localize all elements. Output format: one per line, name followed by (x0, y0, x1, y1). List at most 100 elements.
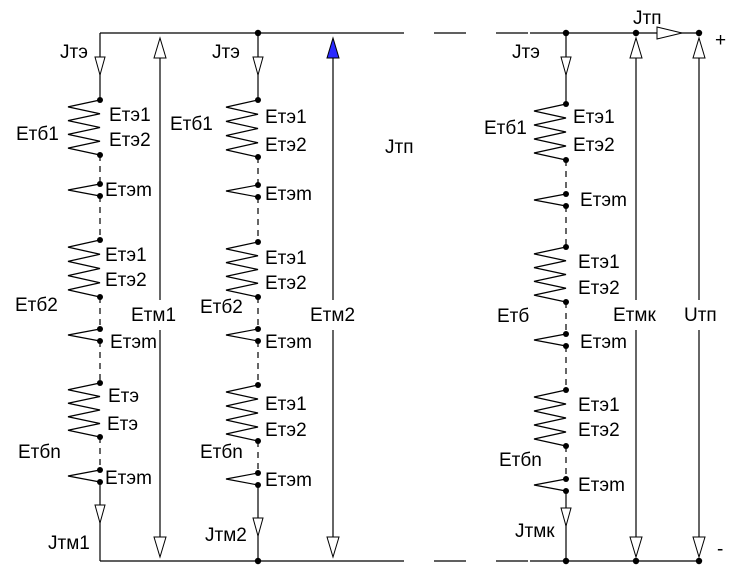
junction-dot (254, 29, 262, 37)
current-arrow-jtp (656, 26, 683, 40)
source-element (67, 183, 101, 197)
resistor-zigzag (225, 241, 259, 298)
label-ete1: Етэ1 (265, 107, 307, 128)
label-ete: Етэ (107, 414, 138, 435)
label-etbn-col1: Етбn (18, 442, 61, 463)
label-jte-col1: Jтэ (60, 42, 88, 63)
label-ete1: Етэ1 (265, 394, 307, 415)
junction-dot (562, 557, 570, 565)
label-jtm2: Jтм2 (205, 525, 247, 546)
label-ete1: Етэ1 (109, 105, 151, 126)
junction-dot (562, 29, 570, 37)
source-element (533, 478, 567, 492)
resistor-zigzag (67, 239, 101, 298)
node-dot (97, 326, 103, 332)
label-ete2: Етэ2 (573, 135, 615, 156)
label-jtp-center: Jтп (385, 137, 414, 158)
junction-dot (695, 29, 703, 37)
label-jtp-top: Jтп (633, 8, 662, 29)
label-ete: Етэ (108, 386, 139, 407)
current-arrow-jtm (94, 504, 106, 525)
label-ete1: Етэ1 (105, 245, 147, 266)
label-etbn-col3: Етбn (499, 450, 542, 471)
label-etem: Етэm (265, 470, 312, 491)
label-ete2: Етэ2 (265, 420, 307, 441)
junction-dot (632, 557, 640, 565)
source-element (225, 184, 259, 198)
label-etem: Етэm (105, 468, 152, 489)
label-ete2: Етэ2 (109, 130, 151, 151)
label-jtmk: Jтмк (515, 521, 555, 542)
label-etb2-col1: Етб2 (15, 295, 58, 316)
label-jte-col2: Jтэ (212, 42, 240, 63)
label-ete2: Етэ2 (578, 420, 620, 441)
node-dot (97, 97, 103, 103)
label-etb-col3: Етб (497, 306, 529, 327)
label-etm2: Етм2 (310, 305, 355, 326)
resistor-zigzag (225, 384, 259, 442)
node-dot (563, 244, 569, 250)
resistor-zigzag (67, 99, 101, 156)
label-etem: Етэm (265, 184, 312, 205)
voltage-arrow-etmk (629, 36, 643, 559)
node-dot (97, 380, 103, 386)
node-dot (255, 326, 261, 332)
label-ete2: Етэ2 (105, 270, 147, 291)
junction-dot (254, 557, 262, 565)
label-etem: Етэm (265, 332, 312, 353)
source-element (533, 193, 567, 207)
node-dot (255, 239, 261, 245)
node-dot (563, 476, 569, 482)
resistor-zigzag (533, 246, 567, 303)
label-etb1-col1: Етб1 (16, 124, 59, 145)
node-dot (563, 387, 569, 393)
label-etem: Етэm (580, 190, 627, 211)
label-etm1: Етм1 (131, 305, 176, 326)
label-etem: Етэm (580, 332, 627, 353)
source-element (225, 328, 259, 342)
node-dot (97, 467, 103, 473)
label-etem: Етэm (110, 332, 157, 353)
voltage-arrow-utp (692, 36, 706, 559)
label-ete2: Етэ2 (265, 273, 307, 294)
label-etb1-col2: Етб1 (170, 114, 213, 135)
label-etem: Етэm (105, 180, 152, 201)
current-arrow-jtm (252, 517, 264, 538)
node-dot (97, 237, 103, 243)
node-dot (97, 181, 103, 187)
node-dot (255, 97, 261, 103)
current-arrow-jte (94, 56, 106, 77)
label-plus: + (715, 30, 726, 51)
node-dot (255, 382, 261, 388)
junction-dot (695, 557, 703, 565)
node-dot (563, 101, 569, 107)
node-dot (255, 182, 261, 188)
label-ete1: Етэ1 (265, 248, 307, 269)
resistor-zigzag (225, 99, 259, 158)
label-ete1: Етэ1 (578, 252, 620, 273)
source-element (225, 472, 259, 486)
node-dot (563, 331, 569, 337)
label-etbn-col2: Етбn (200, 442, 243, 463)
source-element (67, 328, 101, 342)
node-dot (563, 191, 569, 197)
label-ete1: Етэ1 (573, 107, 615, 128)
label-etmk: Етмк (613, 305, 656, 326)
label-minus: - (717, 539, 723, 560)
label-jte-col3: Jтэ (512, 42, 540, 63)
voltage-arrow-etm2 (326, 36, 340, 559)
label-ete2: Етэ2 (265, 135, 307, 156)
junction-dot (632, 29, 640, 37)
label-etb1-col3: Етб1 (484, 118, 527, 139)
source-element (533, 333, 567, 347)
label-etb2-col2: Етб2 (200, 297, 243, 318)
label-ete1: Етэ1 (578, 395, 620, 416)
source-element (67, 469, 101, 483)
current-arrow-jte (560, 56, 572, 77)
node-dot (255, 470, 261, 476)
current-arrow-jte (252, 56, 264, 77)
current-arrow-jtm (560, 507, 572, 528)
label-etem: Етэm (578, 475, 625, 496)
resistor-zigzag (67, 382, 101, 438)
